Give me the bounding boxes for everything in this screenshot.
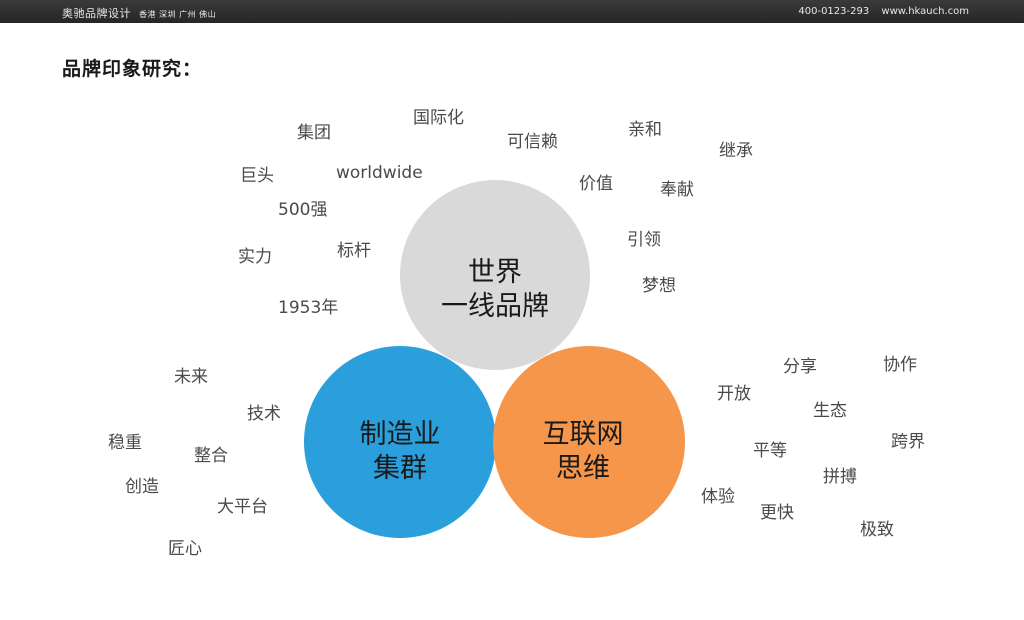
word-1953nian: 1953年: [278, 298, 339, 318]
word-pinbo: 拼搏: [823, 467, 857, 487]
top-circle-label: 世界 一线品牌: [435, 256, 555, 324]
word-kaifang: 开放: [717, 384, 751, 404]
brand-label: 奥驰品牌设计: [62, 7, 131, 20]
word-chuangzao: 创造: [125, 477, 159, 497]
brand-cities: 香港 深圳 广州 佛山: [139, 10, 217, 19]
right-circle: [493, 346, 685, 538]
word-yinling: 引领: [627, 230, 661, 250]
word-jiazhi: 价值: [579, 174, 613, 194]
word-kuajie: 跨界: [891, 432, 925, 452]
word-jizhi: 极致: [860, 520, 894, 540]
word-jishu: 技术: [247, 404, 281, 424]
word-kexinlai: 可信赖: [507, 132, 558, 152]
word-mengxiang: 梦想: [642, 276, 676, 296]
top-circle-line2: 一线品牌: [441, 291, 549, 322]
left-circle: [304, 346, 496, 538]
word-guojihua: 国际化: [413, 108, 464, 128]
word-qinhe: 亲和: [628, 120, 662, 140]
brand-name: 奥驰品牌设计香港 深圳 广州 佛山: [62, 5, 216, 21]
website-link[interactable]: www.hkauch.com: [881, 6, 969, 17]
word-jiangxin: 匠心: [168, 539, 202, 559]
top-circle: [400, 180, 590, 370]
right-circle-line1: 互联网: [542, 419, 624, 450]
word-jituan: 集团: [297, 123, 331, 143]
word-fenxiang: 分享: [783, 357, 817, 377]
phone-number: 400-0123-293: [798, 6, 870, 17]
word-biaogan: 标杆: [337, 241, 371, 261]
word-500qiang: 500强: [278, 200, 328, 220]
right-circle-line2: 思维: [556, 453, 610, 484]
page-title: 品牌印象研究：: [62, 58, 203, 80]
left-circle-label: 制造业 集群: [340, 418, 460, 486]
word-worldwide: worldwide: [336, 163, 423, 183]
top-bar: 奥驰品牌设计香港 深圳 广州 佛山 400-0123-293 www.hkauc…: [0, 0, 1024, 23]
word-xiezuo: 协作: [883, 355, 917, 375]
word-dapingtai: 大平台: [217, 497, 268, 517]
word-zhenghe: 整合: [194, 446, 228, 466]
contact-info: 400-0123-293 www.hkauch.com: [798, 6, 969, 17]
top-circle-line1: 世界: [468, 257, 522, 288]
word-pingdeng: 平等: [753, 441, 787, 461]
left-circle-line2: 集群: [373, 453, 427, 484]
word-shengtai: 生态: [813, 401, 847, 421]
word-jutou: 巨头: [240, 166, 274, 186]
word-gengkuai: 更快: [760, 503, 794, 523]
word-jicheng: 继承: [719, 141, 753, 161]
word-wenzhong: 稳重: [108, 433, 142, 453]
left-circle-line1: 制造业: [359, 419, 441, 450]
word-shili: 实力: [238, 247, 272, 267]
word-tiyan: 体验: [701, 487, 735, 507]
right-circle-label: 互联网 思维: [523, 418, 643, 486]
word-weilai: 未来: [174, 367, 208, 387]
word-fengxian: 奉献: [660, 180, 694, 200]
